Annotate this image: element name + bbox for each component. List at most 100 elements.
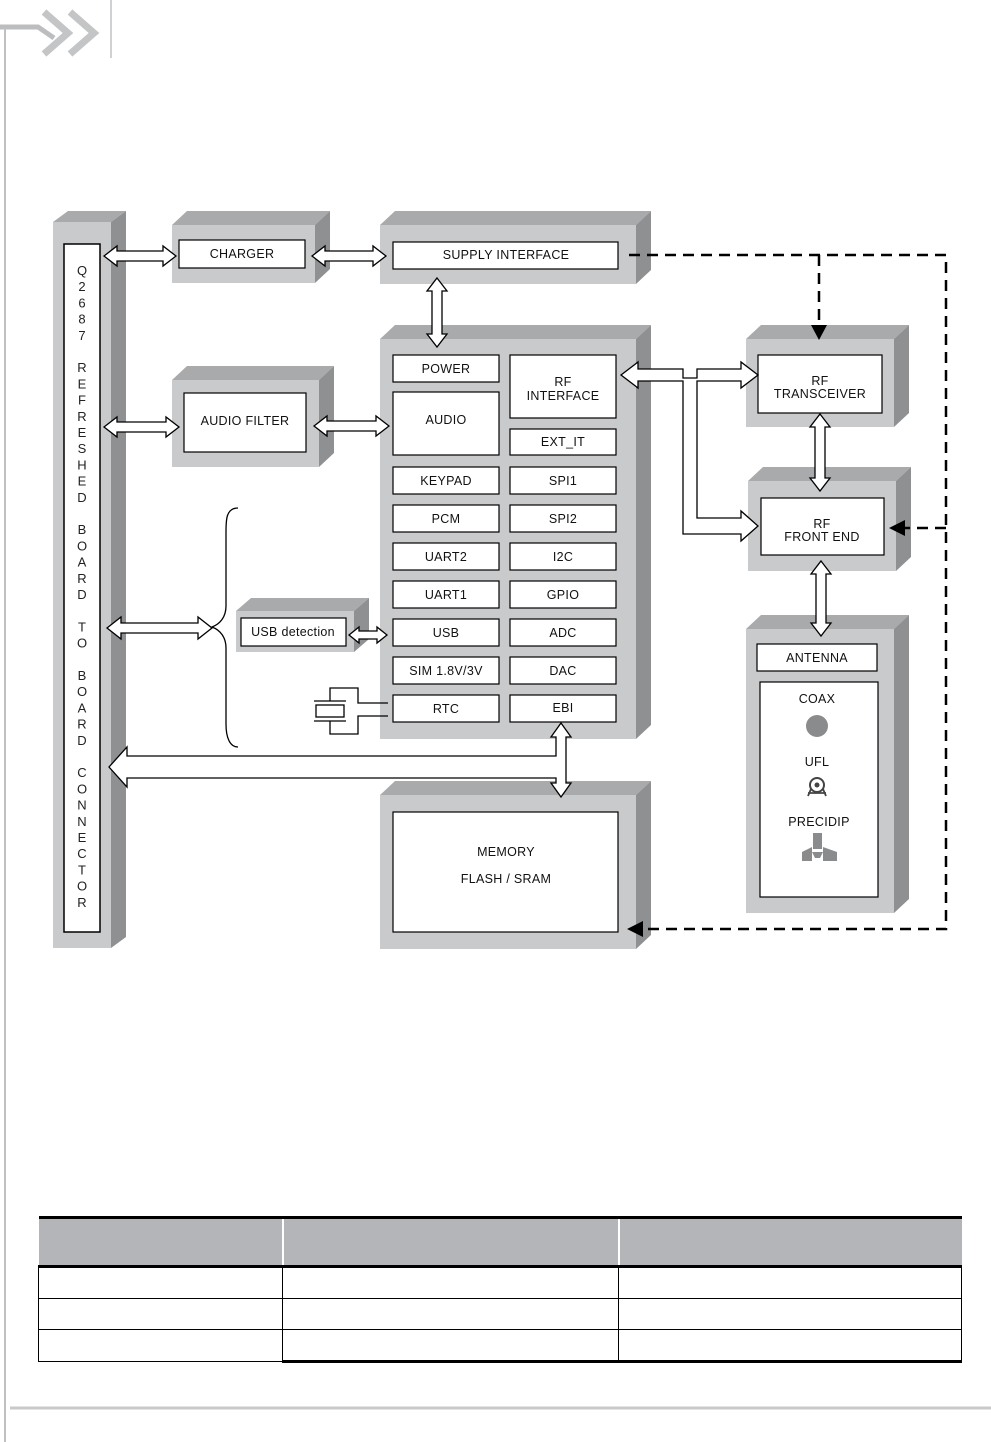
dashed-arrowheads (627, 325, 905, 937)
rf-front-end-label-2: FRONT END (784, 530, 859, 544)
connector-letter: 6 (78, 295, 85, 310)
connector-letter: N (77, 814, 86, 829)
connector-letter: R (77, 571, 86, 586)
usbdetect-usb-arrow (347, 625, 389, 645)
connector-letter: R (77, 409, 86, 424)
dashed-control-lines (629, 253, 948, 931)
keypad-label: KEYPAD (420, 474, 472, 488)
ebi-label: EBI (552, 701, 573, 715)
charger-block: CHARGER (172, 211, 330, 283)
bus-arrows (102, 244, 833, 799)
audio-filter-block: AUDIO FILTER (172, 366, 334, 467)
rf-front-end-label-1: RF (813, 517, 830, 531)
connector-letter: 8 (78, 312, 85, 327)
uart2-label: UART2 (425, 550, 467, 564)
baseband-subblocks: POWER AUDIO RF INTERFACE EXT_IT KEYPAD S… (392, 354, 617, 723)
table-header-cell (38, 1216, 284, 1268)
memory-label-1: MEMORY (477, 845, 535, 859)
connector-letter: O (77, 781, 87, 796)
connector-letter: S (78, 441, 87, 456)
connector-letter: N (77, 798, 86, 813)
rf-front-end-block: RF FRONT END (748, 467, 911, 571)
connector-letter: D (77, 587, 86, 602)
connector-letter: D (77, 490, 86, 505)
connector-letter: R (77, 360, 86, 375)
connector-letter: D (77, 733, 86, 748)
rf-transceiver-block: RF TRANSCEIVER (746, 325, 909, 427)
table-row (38, 1329, 962, 1363)
connector-letter: T (78, 862, 86, 877)
gpio-label: GPIO (547, 588, 579, 602)
antenna-block: ANTENNA COAX UFL PRECIDIP (746, 615, 909, 913)
connector-letter: 7 (78, 328, 85, 343)
table-cell (282, 1266, 619, 1299)
peripheral-brace (210, 507, 239, 748)
frontend-antenna-arrow (809, 559, 833, 638)
connector-letter: O (77, 684, 87, 699)
spi2-label: SPI2 (549, 512, 577, 526)
connector-letter: R (77, 895, 86, 910)
connector-letter: E (78, 474, 87, 489)
connector-audiofilter-arrow (102, 415, 181, 439)
i2c-label: I2C (553, 550, 573, 564)
charger-supply-arrow (310, 244, 388, 268)
connector-letter: E (78, 376, 87, 391)
table-cell (618, 1298, 962, 1330)
sim-label: SIM 1.8V/3V (409, 664, 483, 678)
usb-label: USB (433, 626, 460, 640)
rf-interface-label-1: RF (554, 375, 571, 389)
connector-letter: H (77, 457, 86, 472)
audio-filter-label: AUDIO FILTER (201, 414, 290, 428)
table-header-cell (282, 1216, 620, 1268)
ufl-label: UFL (805, 755, 830, 769)
connector-letter: E (78, 830, 87, 845)
audio-label: AUDIO (425, 413, 466, 427)
connector-letter: O (77, 636, 87, 651)
crystal-icon (314, 687, 388, 735)
connector-letter: B (78, 522, 87, 537)
rtc-label: RTC (433, 702, 459, 716)
table-header-cell (618, 1216, 962, 1268)
table-cell (38, 1329, 283, 1362)
connector-letter: Q (77, 263, 87, 278)
logo-chevron-icon (0, 0, 112, 58)
table-cell (618, 1266, 962, 1299)
table-cell (282, 1329, 619, 1363)
supply-baseband-arrow (425, 276, 449, 349)
connector-letter: A (78, 555, 87, 570)
charger-label: CHARGER (210, 247, 275, 261)
coax-label: COAX (799, 692, 836, 706)
spec-table (38, 1216, 962, 1363)
rftransceiver-frontend-arrow (808, 412, 832, 493)
table-header-row (38, 1216, 962, 1268)
connector-charger-arrow (102, 244, 178, 268)
rf-transceiver-label-2: TRANSCEIVER (774, 387, 866, 401)
antenna-label: ANTENNA (786, 651, 848, 665)
adc-label: ADC (549, 626, 576, 640)
dac-label: DAC (549, 664, 576, 678)
connector-letter: 2 (78, 279, 85, 294)
usb-detection-label: USB detection (251, 625, 335, 639)
uart1-label: UART1 (425, 588, 467, 602)
coax-icon (806, 715, 828, 737)
usb-detection-block: USB detection (236, 598, 369, 652)
ext-it-label: EXT_IT (541, 435, 585, 449)
connector-peripherals-arrow (105, 615, 214, 641)
memory-block: MEMORY FLASH / SRAM (380, 781, 651, 949)
table-cell (618, 1329, 962, 1363)
table-row (38, 1266, 962, 1299)
ebi-memory-connector-arrow (108, 721, 573, 799)
audiofilter-audio-arrow (312, 414, 391, 438)
precidip-connector-icon (802, 833, 837, 861)
connector-letter: T (78, 619, 86, 634)
table-cell (38, 1298, 283, 1330)
connector-letter: E (78, 425, 87, 440)
rfinterface-rf-arrow (619, 360, 760, 543)
rf-interface-label-2: INTERFACE (527, 389, 600, 403)
table-cell (38, 1266, 283, 1299)
pcm-label: PCM (432, 512, 461, 526)
table-cell (282, 1298, 619, 1330)
